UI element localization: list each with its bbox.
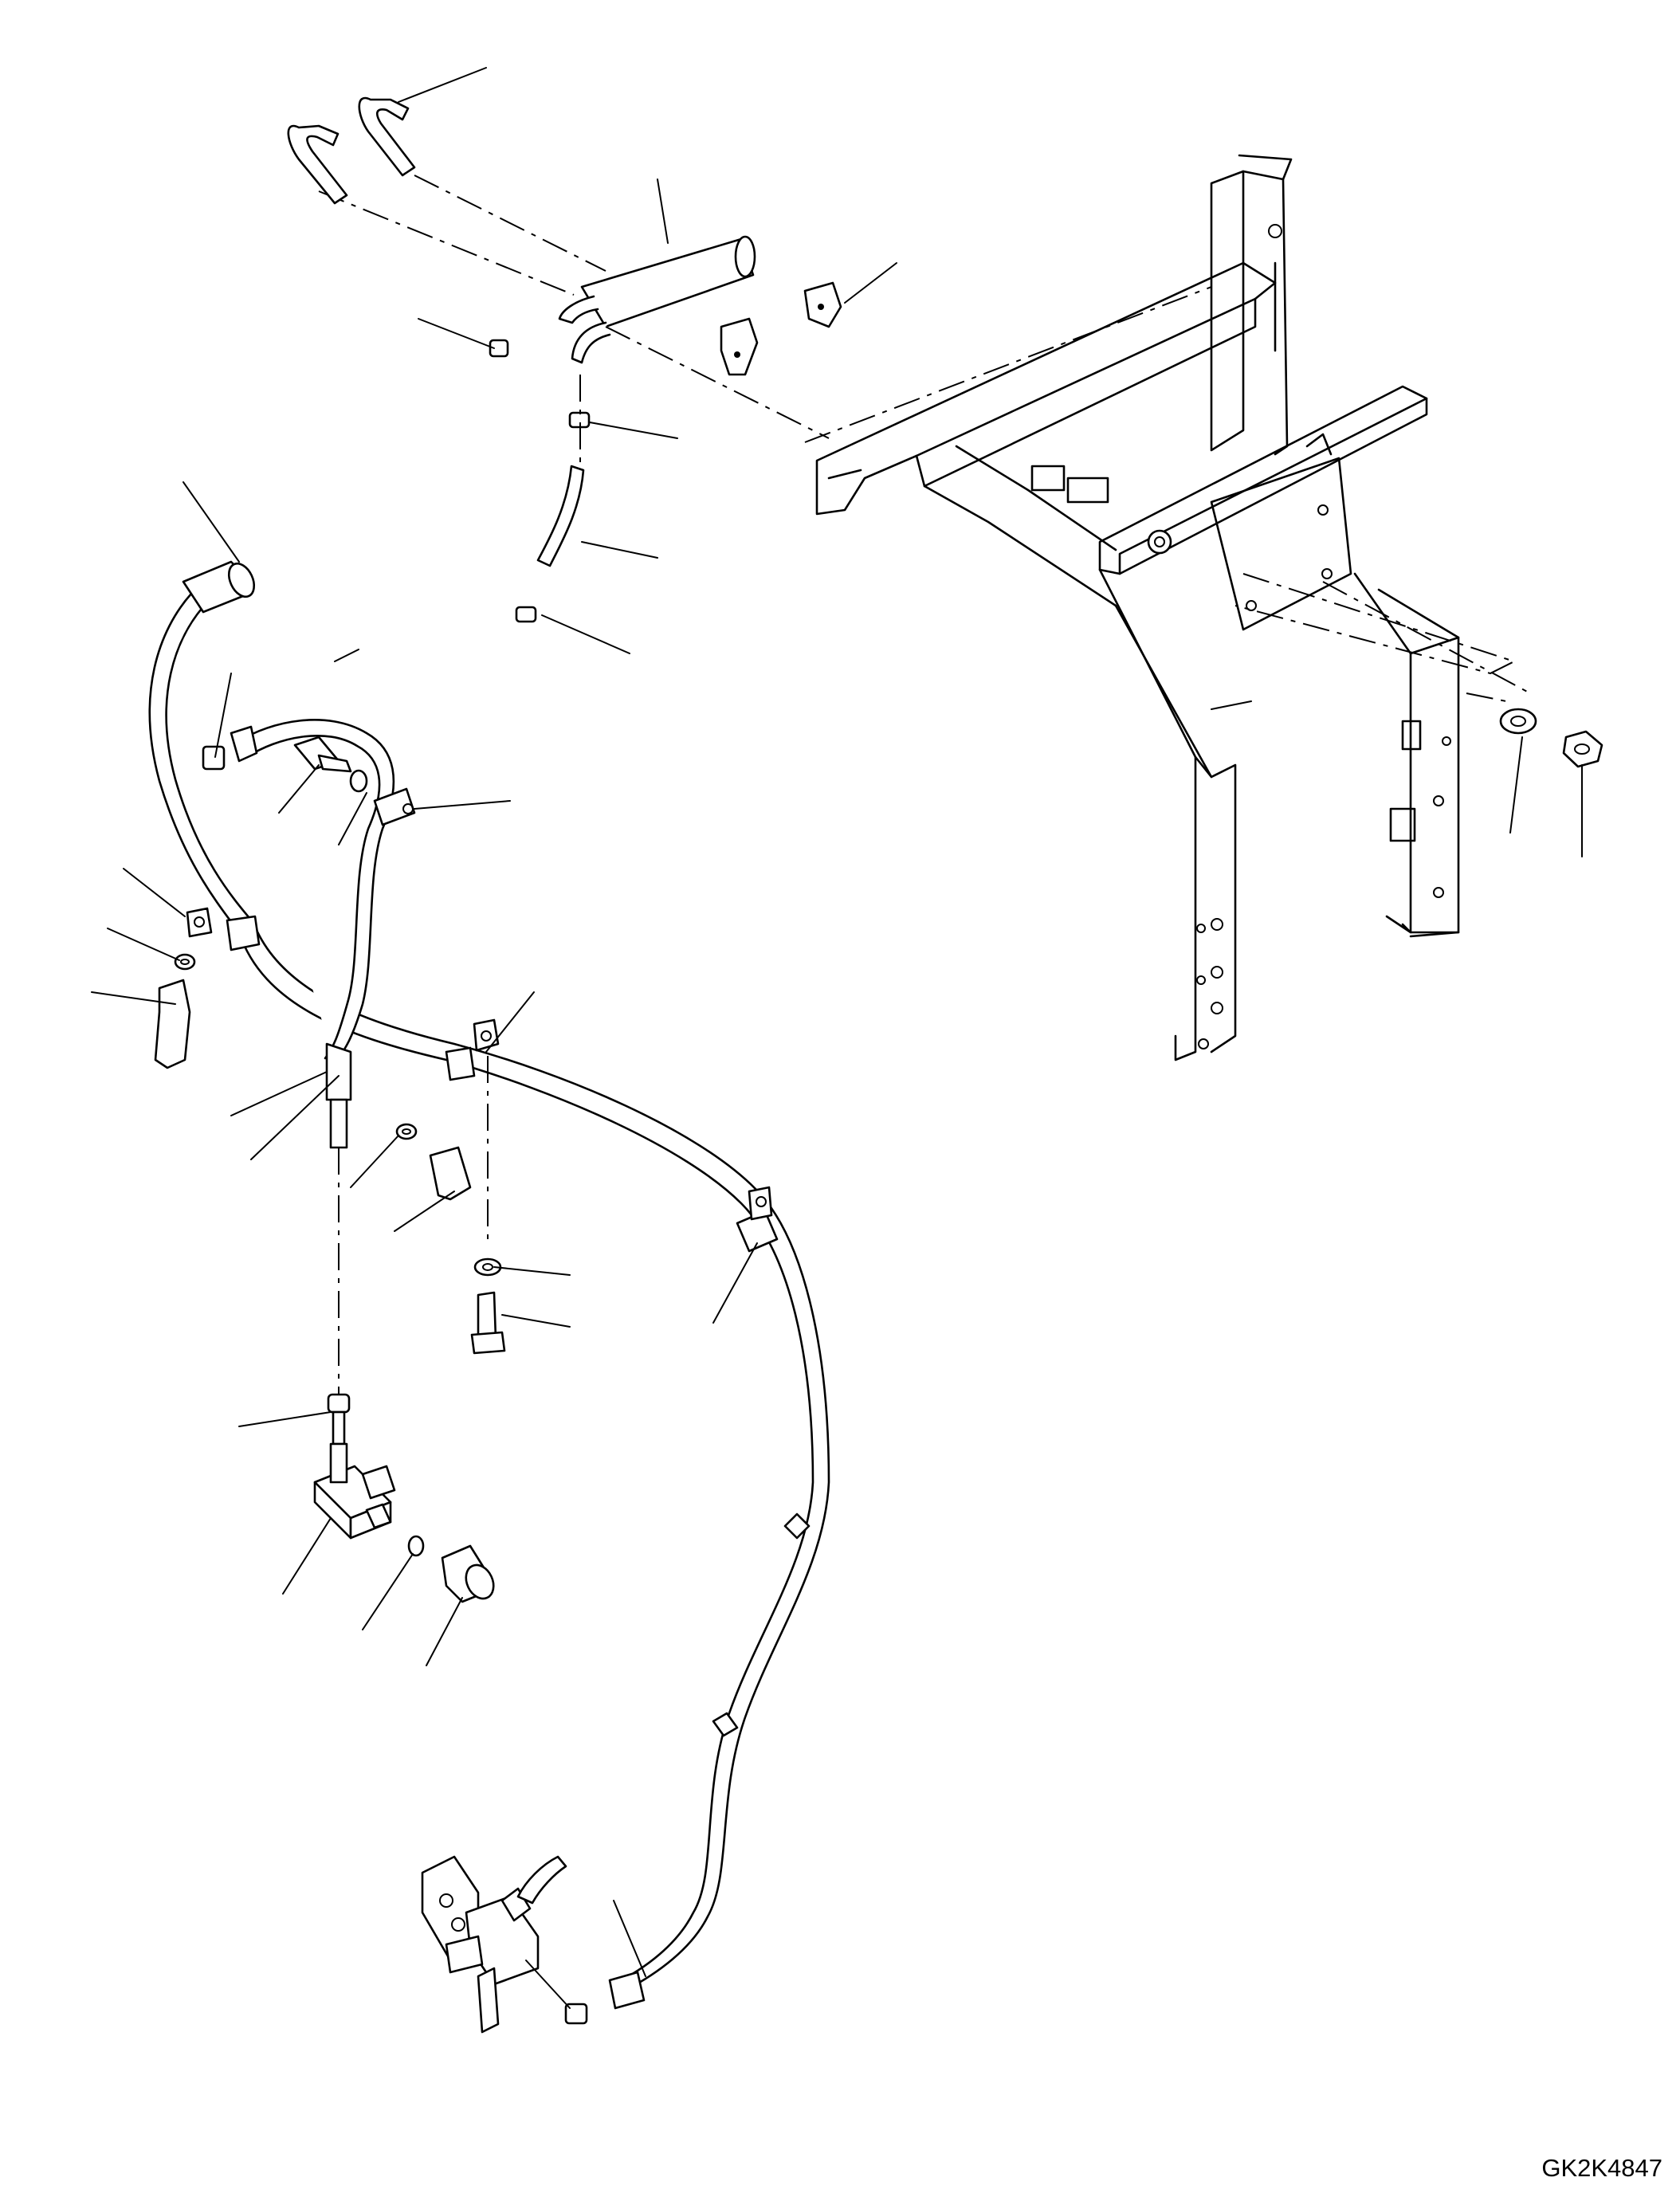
center-hose: [489, 339, 591, 623]
valve-block: [313, 1393, 495, 1603]
fasteners: [154, 708, 1603, 1355]
u-tubes: [287, 96, 416, 205]
leader-lines: [91, 67, 1583, 2009]
main-hose: [148, 560, 830, 2025]
tank-assembly: [318, 175, 842, 439]
lower-bracket: [421, 1855, 567, 2034]
frame-structure: [804, 154, 1531, 1061]
secondary-hose: [202, 719, 416, 1395]
drawing-reference-code: GK2K4847: [1541, 2154, 1662, 2182]
